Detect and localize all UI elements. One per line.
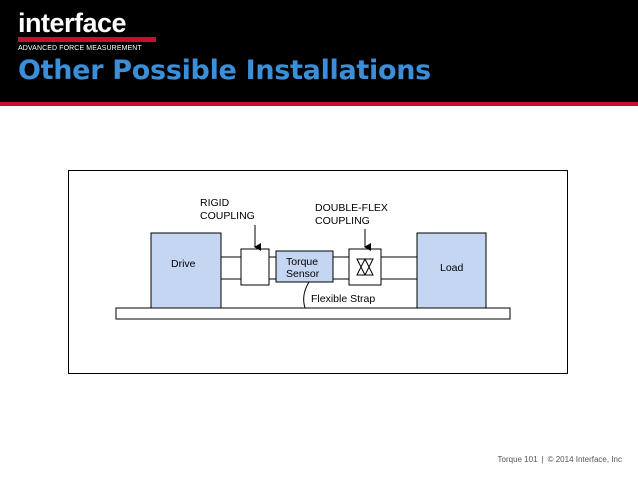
footer-course: Torque 101	[497, 455, 538, 464]
footer-separator: |	[541, 455, 544, 464]
header-bar	[0, 0, 638, 102]
interface-logo: interface ADVANCED FORCE MEASUREMENT	[18, 10, 156, 53]
double-flex-label-2: COUPLING	[315, 215, 370, 227]
drive-label: Drive	[171, 258, 196, 270]
double-flex-coupling	[348, 248, 382, 286]
drive-shaft	[220, 256, 242, 280]
torque-sensor-label-1: Torque	[286, 256, 318, 268]
drive-block	[150, 232, 222, 309]
rigid-coupling	[240, 248, 270, 286]
rigid-coupling-label-1: RIGID	[200, 197, 230, 209]
header-accent-rule	[0, 102, 638, 106]
sensor-to-flex-shaft	[332, 256, 350, 280]
logo-tagline: ADVANCED FORCE MEASUREMENT	[18, 45, 142, 52]
logo-wordmark: interface	[18, 8, 127, 38]
flex-element-right	[364, 258, 374, 276]
installation-diagram-svg: Drive Torque Sensor Load RIGID COUPLING …	[115, 197, 511, 320]
slide-title: Other Possible Installations	[18, 55, 431, 86]
footer-copyright: © 2014 Interface, Inc	[547, 455, 622, 464]
installation-diagram: Drive Torque Sensor Load RIGID COUPLING …	[68, 170, 568, 374]
rigid-to-sensor-shaft	[268, 256, 277, 280]
flex-to-load-shaft	[380, 256, 418, 280]
torque-sensor-label-2: Sensor	[286, 268, 320, 280]
base-plate	[115, 307, 511, 320]
double-flex-label-1: DOUBLE-FLEX	[315, 202, 388, 214]
load-label: Load	[440, 262, 464, 274]
logo-red-bar	[18, 37, 156, 42]
torque-sensor	[275, 250, 334, 283]
footer: Torque 101|© 2014 Interface, Inc	[498, 455, 623, 464]
flexible-strap-label: Flexible Strap	[311, 293, 375, 305]
flex-element-left	[356, 258, 366, 276]
rigid-coupling-label-2: COUPLING	[200, 210, 255, 222]
flexible-strap	[303, 281, 310, 309]
load-block	[416, 232, 487, 309]
